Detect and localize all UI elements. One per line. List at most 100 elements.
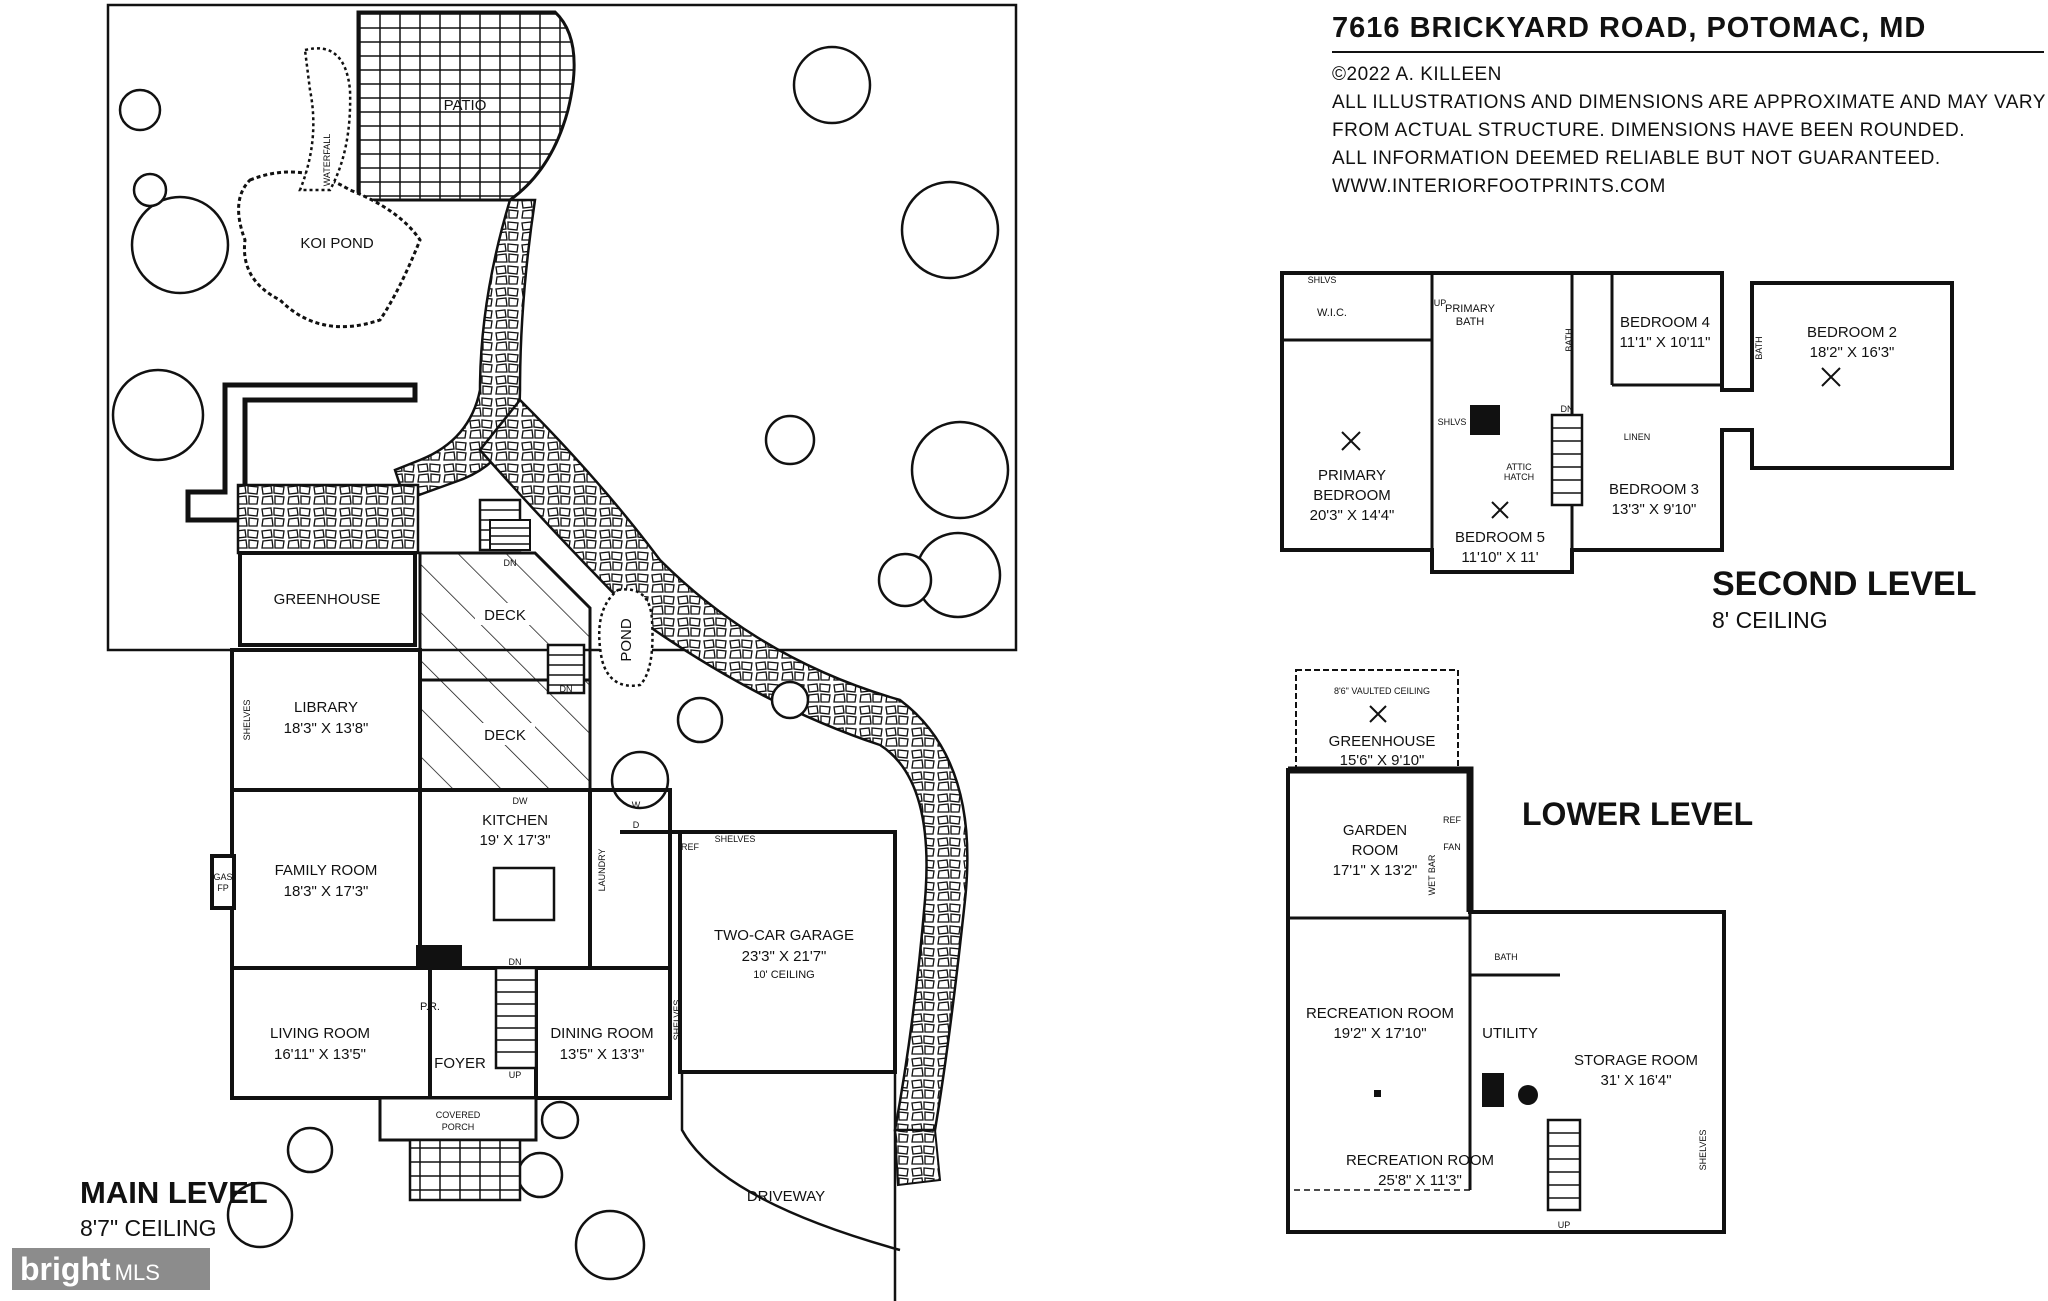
- lower-shelves: SHELVES: [1698, 1130, 1708, 1171]
- disclaimer-line-2: FROM ACTUAL STRUCTURE. DIMENSIONS HAVE B…: [1332, 120, 1966, 141]
- fireplace: [210, 854, 236, 910]
- dining-room-dims: 13'5" X 13'3": [560, 1046, 645, 1063]
- lower-level-title: LOWER LEVEL: [1522, 796, 1754, 832]
- stair-up: UP: [509, 1070, 522, 1080]
- storage-name: STORAGE ROOM: [1574, 1052, 1698, 1069]
- title-block: 7616 BRICKYARD ROAD, POTOMAC, MD ©2022 A…: [1332, 12, 2046, 201]
- property-address: 7616 BRICKYARD ROAD, POTOMAC, MD: [1332, 12, 2044, 53]
- patio-label: PATIO: [444, 97, 487, 114]
- washer-label: W: [632, 800, 641, 810]
- disclaimer-line-1: ALL ILLUSTRATIONS AND DIMENSIONS ARE APP…: [1332, 92, 2046, 113]
- chimney-second: [1470, 405, 1500, 435]
- attic-hatch-1: ATTIC: [1506, 462, 1532, 472]
- kitchen-dw: DW: [513, 796, 528, 806]
- waterfall: [298, 47, 352, 192]
- garden-room-1: GARDEN: [1343, 822, 1407, 839]
- website: WWW.INTERIORFOOTPRINTS.COM: [1332, 176, 1666, 197]
- kitchen-name: KITCHEN: [482, 812, 548, 829]
- dryer-label: D: [633, 820, 640, 830]
- bedroom5-dims: 11'10" X 11': [1461, 549, 1538, 566]
- lower-level-plan: 8'6" VAULTED CEILING GREENHOUSE 15'6" X …: [1286, 669, 1726, 1234]
- living-room-name: LIVING ROOM: [270, 1025, 370, 1042]
- second-stair: [1550, 413, 1584, 507]
- main-level-title: MAIN LEVEL: [80, 1175, 268, 1210]
- lower-greenhouse: [1295, 669, 1459, 771]
- lower-fan: FAN: [1443, 842, 1461, 852]
- library-dims: 18'3" X 13'8": [284, 720, 369, 737]
- main-level-ceiling: 8'7" CEILING: [80, 1215, 217, 1241]
- greenhouse-label: GREENHOUSE: [274, 591, 381, 608]
- utility-label: UTILITY: [1482, 1025, 1538, 1042]
- disclaimer-line-3: ALL INFORMATION DEEMED RELIABLE BUT NOT …: [1332, 148, 1941, 169]
- front-walk: [408, 1138, 522, 1202]
- garage-shelves: SHELVES: [715, 834, 756, 844]
- garage-ref: REF: [681, 842, 700, 852]
- living-room-dims: 16'11" X 13'5": [274, 1046, 366, 1063]
- second-up: UP: [1434, 298, 1447, 308]
- lower-greenhouse-name: GREENHOUSE: [1329, 733, 1436, 750]
- column: [1374, 1090, 1381, 1097]
- bedroom4-name: BEDROOM 4: [1620, 314, 1710, 331]
- garden-room-2: ROOM: [1352, 842, 1399, 859]
- family-room-name: FAMILY ROOM: [275, 862, 378, 879]
- pond-label: POND: [618, 618, 635, 662]
- deck-stair-dn: DN: [560, 684, 573, 694]
- attic-hatch-2: HATCH: [1504, 472, 1534, 482]
- water-heater: [1518, 1085, 1538, 1105]
- primary-bath-1: PRIMARY: [1445, 303, 1496, 315]
- primary-bedroom-2: BEDROOM: [1313, 487, 1391, 504]
- stair-dn: DN: [509, 957, 522, 967]
- linen-label: LINEN: [1624, 432, 1651, 442]
- laundry-label: LAUNDRY: [597, 849, 607, 892]
- porch-label-1: COVERED: [436, 1110, 481, 1120]
- watermark-suffix: MLS: [114, 1260, 160, 1285]
- primary-bedroom-dims: 20'3" X 14'4": [1310, 507, 1395, 524]
- watermark-brand: bright: [20, 1251, 111, 1287]
- kitchen-island: [492, 866, 556, 922]
- front-porch: [378, 1096, 538, 1142]
- copyright: ©2022 A. KILLEEN: [1332, 64, 1502, 85]
- lower-stair: [1546, 1118, 1582, 1212]
- stone-wall-area: [236, 483, 420, 555]
- second-level-title: SECOND LEVEL: [1712, 565, 1977, 603]
- gas-fp-1: GAS: [213, 872, 232, 882]
- recreation2-name: RECREATION ROOM: [1346, 1152, 1494, 1169]
- storage-dims: 31' X 16'4": [1600, 1072, 1671, 1089]
- cellar-stair-dn: DN: [504, 558, 517, 568]
- library-name: LIBRARY: [294, 699, 358, 716]
- recreation2-dims: 25'8" X 11'3": [1378, 1172, 1462, 1189]
- bedroom5-name: BEDROOM 5: [1455, 529, 1545, 546]
- trees: [111, 45, 1010, 1281]
- lower-up: UP: [1558, 1220, 1571, 1230]
- garage-name: TWO-CAR GARAGE: [714, 927, 854, 944]
- furnace: [1482, 1073, 1504, 1107]
- second-dn: DN: [1561, 404, 1574, 414]
- bedroom4-dims: 11'1" X 10'11": [1620, 334, 1711, 351]
- second-level-plan: W.I.C. SHLVS PRIMARY BATH PRIMARY BEDROO…: [1280, 271, 1954, 574]
- garage-note: 10' CEILING: [753, 969, 814, 981]
- primary-bedroom-1: PRIMARY: [1318, 467, 1386, 484]
- driveway-label: DRIVEWAY: [747, 1188, 825, 1205]
- second-bath-b: BATH: [1754, 336, 1764, 359]
- patio: [356, 10, 576, 202]
- second-level-outline: [1280, 271, 1954, 574]
- cellar-stair: [489, 519, 531, 551]
- family-room-dims: 18'3" X 17'3": [284, 883, 369, 900]
- deck-upper-label-bg: [475, 603, 535, 625]
- wet-bar-label: WET BAR: [1427, 854, 1437, 895]
- deck-upper-label: DECK: [484, 607, 526, 624]
- main-stair: [494, 966, 538, 1070]
- kitchen-dims: 19' X 17'3": [479, 832, 550, 849]
- library-shelves: SHELVES: [242, 700, 252, 741]
- lower-ref: REF: [1443, 815, 1462, 825]
- waterfall-label: WATERFALL: [322, 134, 332, 187]
- lower-bath: BATH: [1494, 952, 1517, 962]
- wic-label: W.I.C.: [1317, 307, 1347, 319]
- bedroom2-name: BEDROOM 2: [1807, 324, 1897, 341]
- garage-dims: 23'3" X 21'7": [742, 948, 827, 965]
- powder-room-label: P.R.: [420, 1001, 440, 1013]
- recreation1-name: RECREATION ROOM: [1306, 1005, 1454, 1022]
- chimney: [416, 945, 462, 967]
- lower-greenhouse-dims: 15'6" X 9'10": [1340, 752, 1425, 769]
